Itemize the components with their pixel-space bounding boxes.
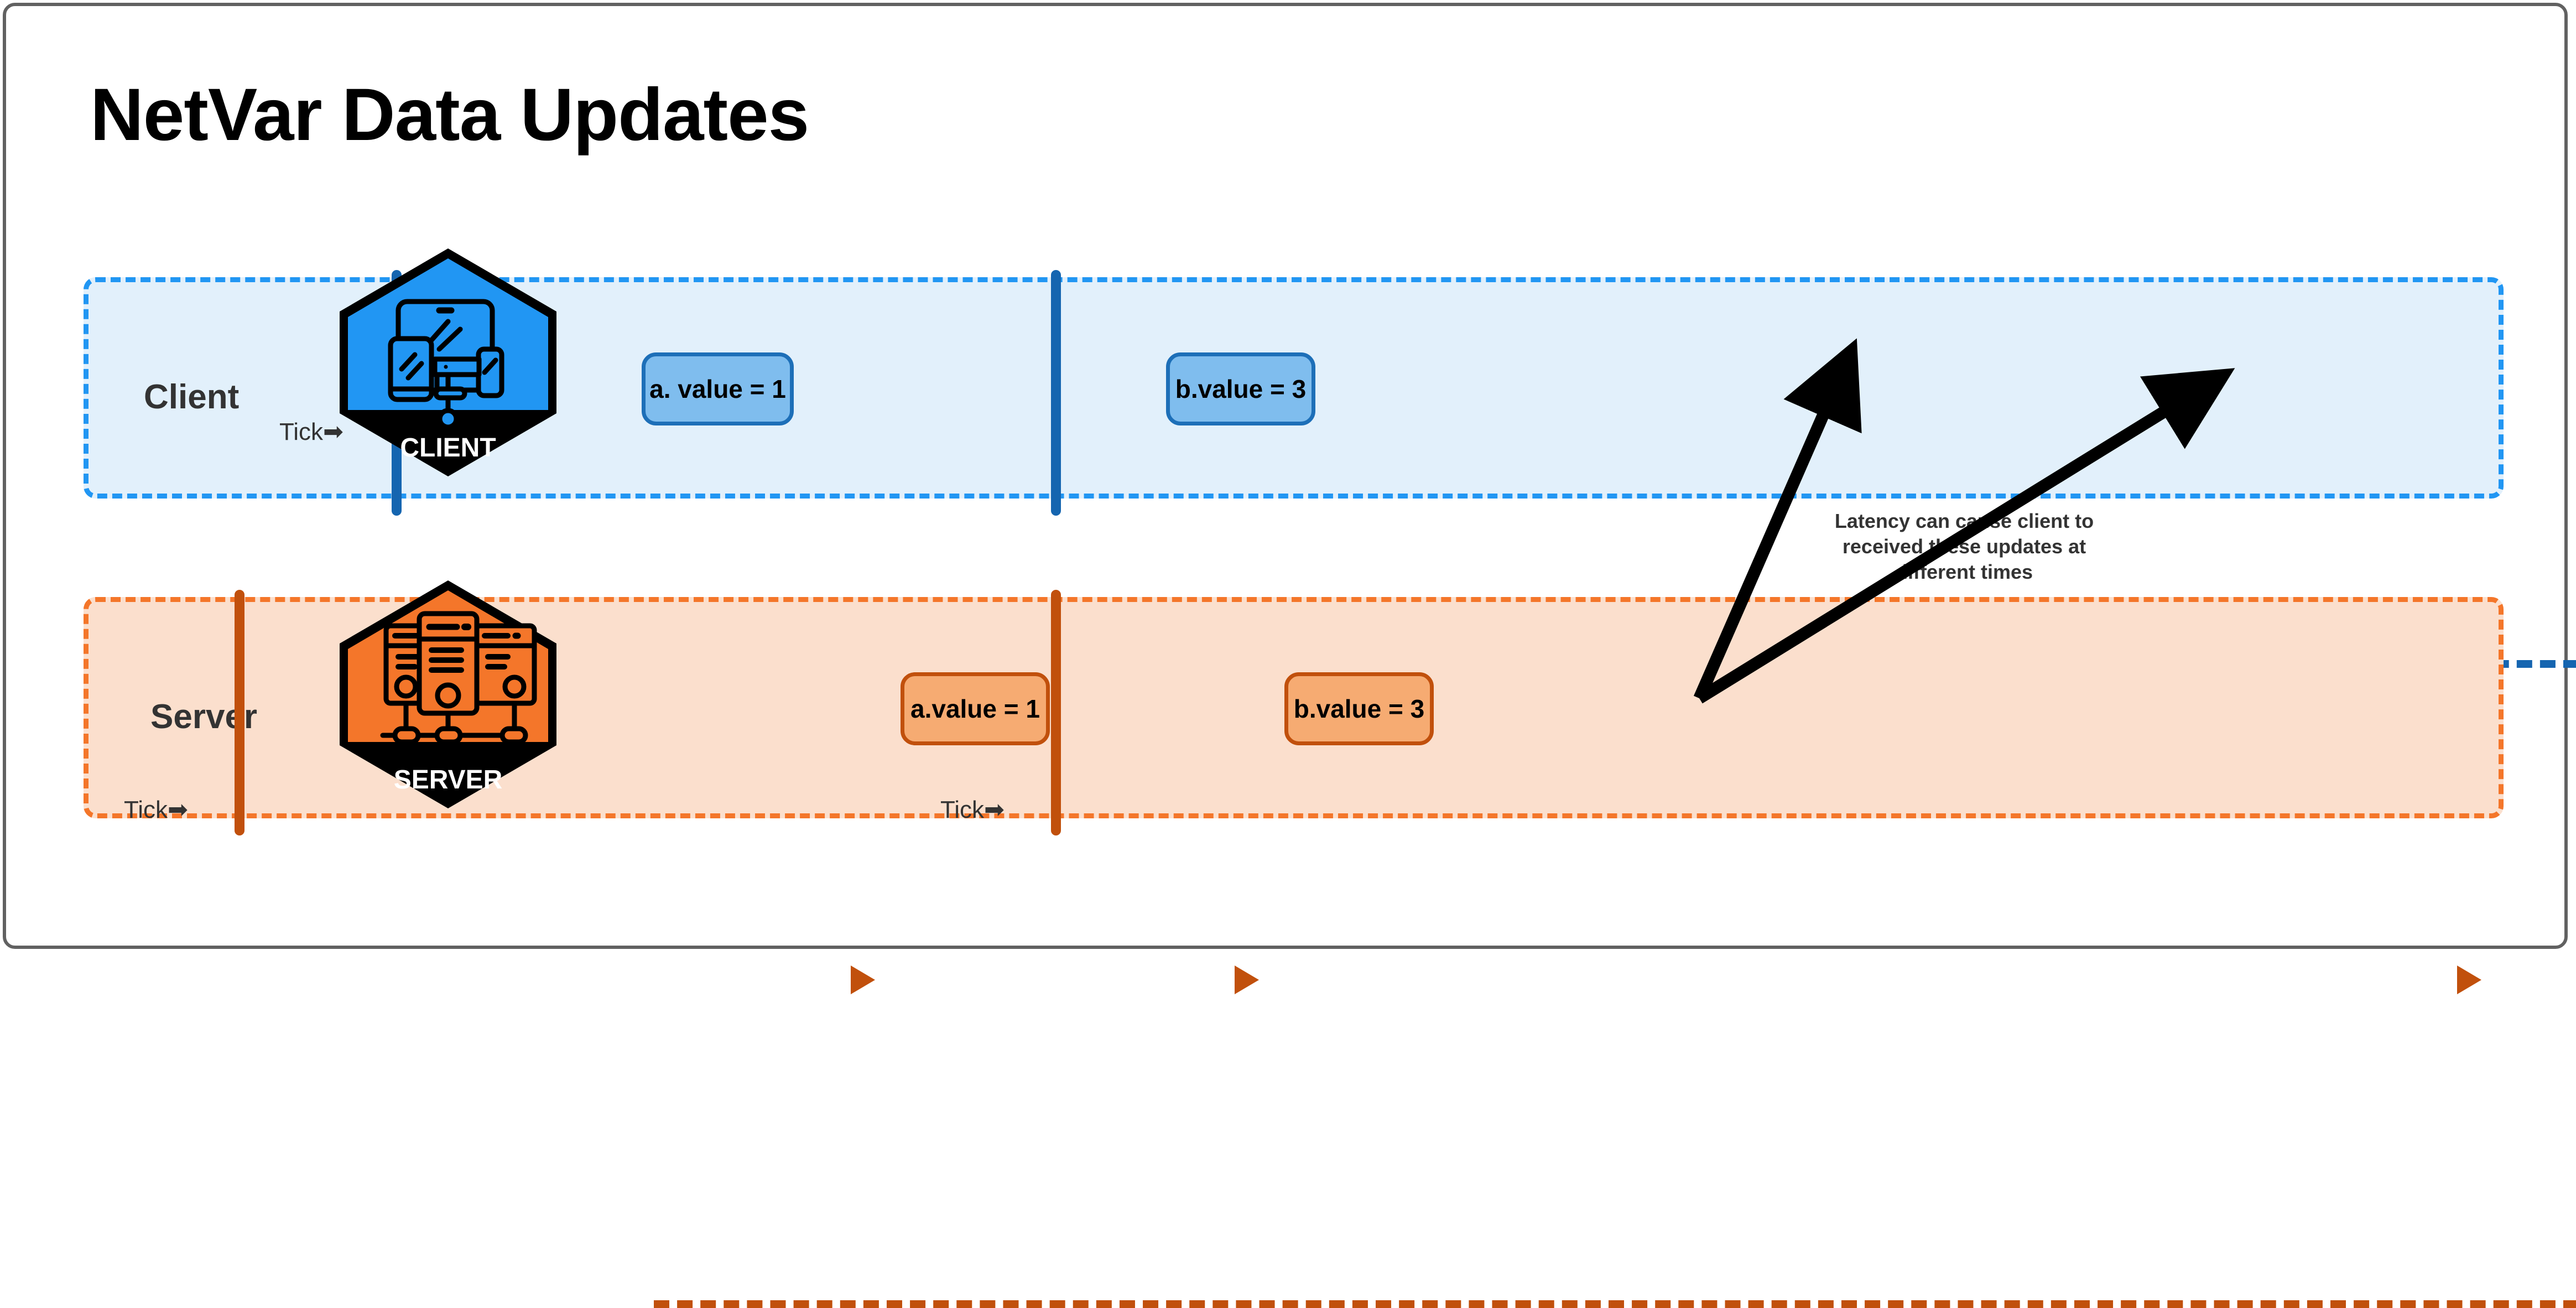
client-value-box-a[interactable]: a. value = 1: [642, 352, 794, 425]
server-tick-1-label: Tick➡: [124, 796, 188, 824]
client-value-box-b[interactable]: b.value = 3: [1166, 352, 1315, 425]
server-tick-2-text: Tick: [940, 796, 985, 823]
server-tick-1: [235, 590, 244, 835]
arrow-right-icon: ➡: [323, 418, 344, 445]
server-badge: SERVER: [340, 580, 556, 808]
latency-annotation-line-3: different times: [1895, 560, 2033, 584]
server-timeline-end-arrow: [2457, 966, 2481, 994]
server-tick-2-label: Tick➡: [940, 796, 1005, 824]
page-title: NetVar Data Updates: [90, 74, 809, 156]
server-tick-1-text: Tick: [124, 796, 168, 823]
client-tick-2: [1051, 270, 1061, 516]
arrow-right-icon: ➡: [984, 796, 1005, 823]
server-timeline-arrow-to-box-b: [1235, 966, 1259, 994]
server-rack-icon: [380, 611, 537, 745]
server-tick-2: [1051, 590, 1061, 835]
latency-annotation-line-1: Latency can cause client to: [1834, 510, 2094, 532]
server-timeline-arrow-to-box-a: [851, 966, 875, 994]
latency-annotation-line-2: received these updates at: [1842, 535, 2086, 558]
server-value-box-b[interactable]: b.value = 3: [1284, 672, 1434, 745]
server-timeline: [654, 1300, 2576, 1308]
server-value-box-a[interactable]: a.value = 1: [901, 672, 1050, 745]
arrow-right-icon: ➡: [168, 796, 188, 823]
client-badge-caption: CLIENT: [400, 433, 496, 463]
devices-icon: [388, 299, 507, 430]
client-badge: CLIENT: [340, 248, 556, 476]
server-badge-caption: SERVER: [394, 765, 503, 795]
latency-annotation: Latency can cause client to received the…: [1834, 508, 2094, 585]
client-tick-1-text: Tick: [279, 418, 324, 445]
client-lane-label: Client: [144, 378, 240, 416]
client-tick-1-label: Tick➡: [279, 418, 344, 446]
